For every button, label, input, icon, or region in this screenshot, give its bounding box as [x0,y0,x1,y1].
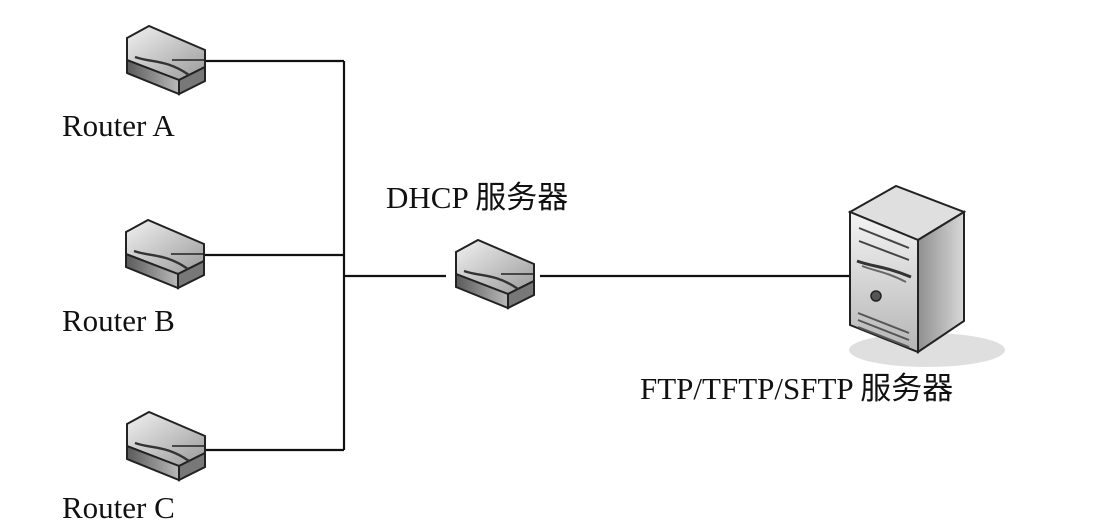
file-server-device [847,184,1005,367]
router-a-device [126,24,206,96]
router-c-label: Router C [62,490,175,525]
router-b-label: Router B [62,303,175,338]
file-server-label: FTP/TFTP/SFTP 服务器 [640,371,954,406]
router-a-label: Router A [62,108,175,143]
router-b-device [125,218,205,290]
dhcp-server-label: DHCP 服务器 [386,180,569,215]
dhcp-server-device [455,238,535,310]
router-c-device [126,410,206,482]
power-button-icon [870,290,882,302]
server-shadow [849,333,1005,367]
